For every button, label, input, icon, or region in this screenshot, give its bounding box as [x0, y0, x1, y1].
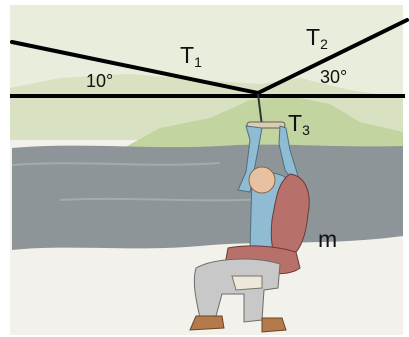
water-ripple [11, 162, 221, 166]
rope-t3 [257, 93, 263, 127]
hanging-person [189, 121, 310, 333]
rope-t2 [256, 18, 409, 95]
tension-label-t1: T1 [180, 42, 202, 70]
water [12, 144, 403, 250]
rope-t1 [10, 40, 260, 95]
angle-label-left: 10° [86, 71, 114, 91]
mass-label: m [318, 226, 338, 252]
tension-label-t2: T2 [306, 24, 328, 52]
tension-label-t3: T3 [288, 110, 310, 138]
angle-label-right: 30° [320, 67, 348, 87]
